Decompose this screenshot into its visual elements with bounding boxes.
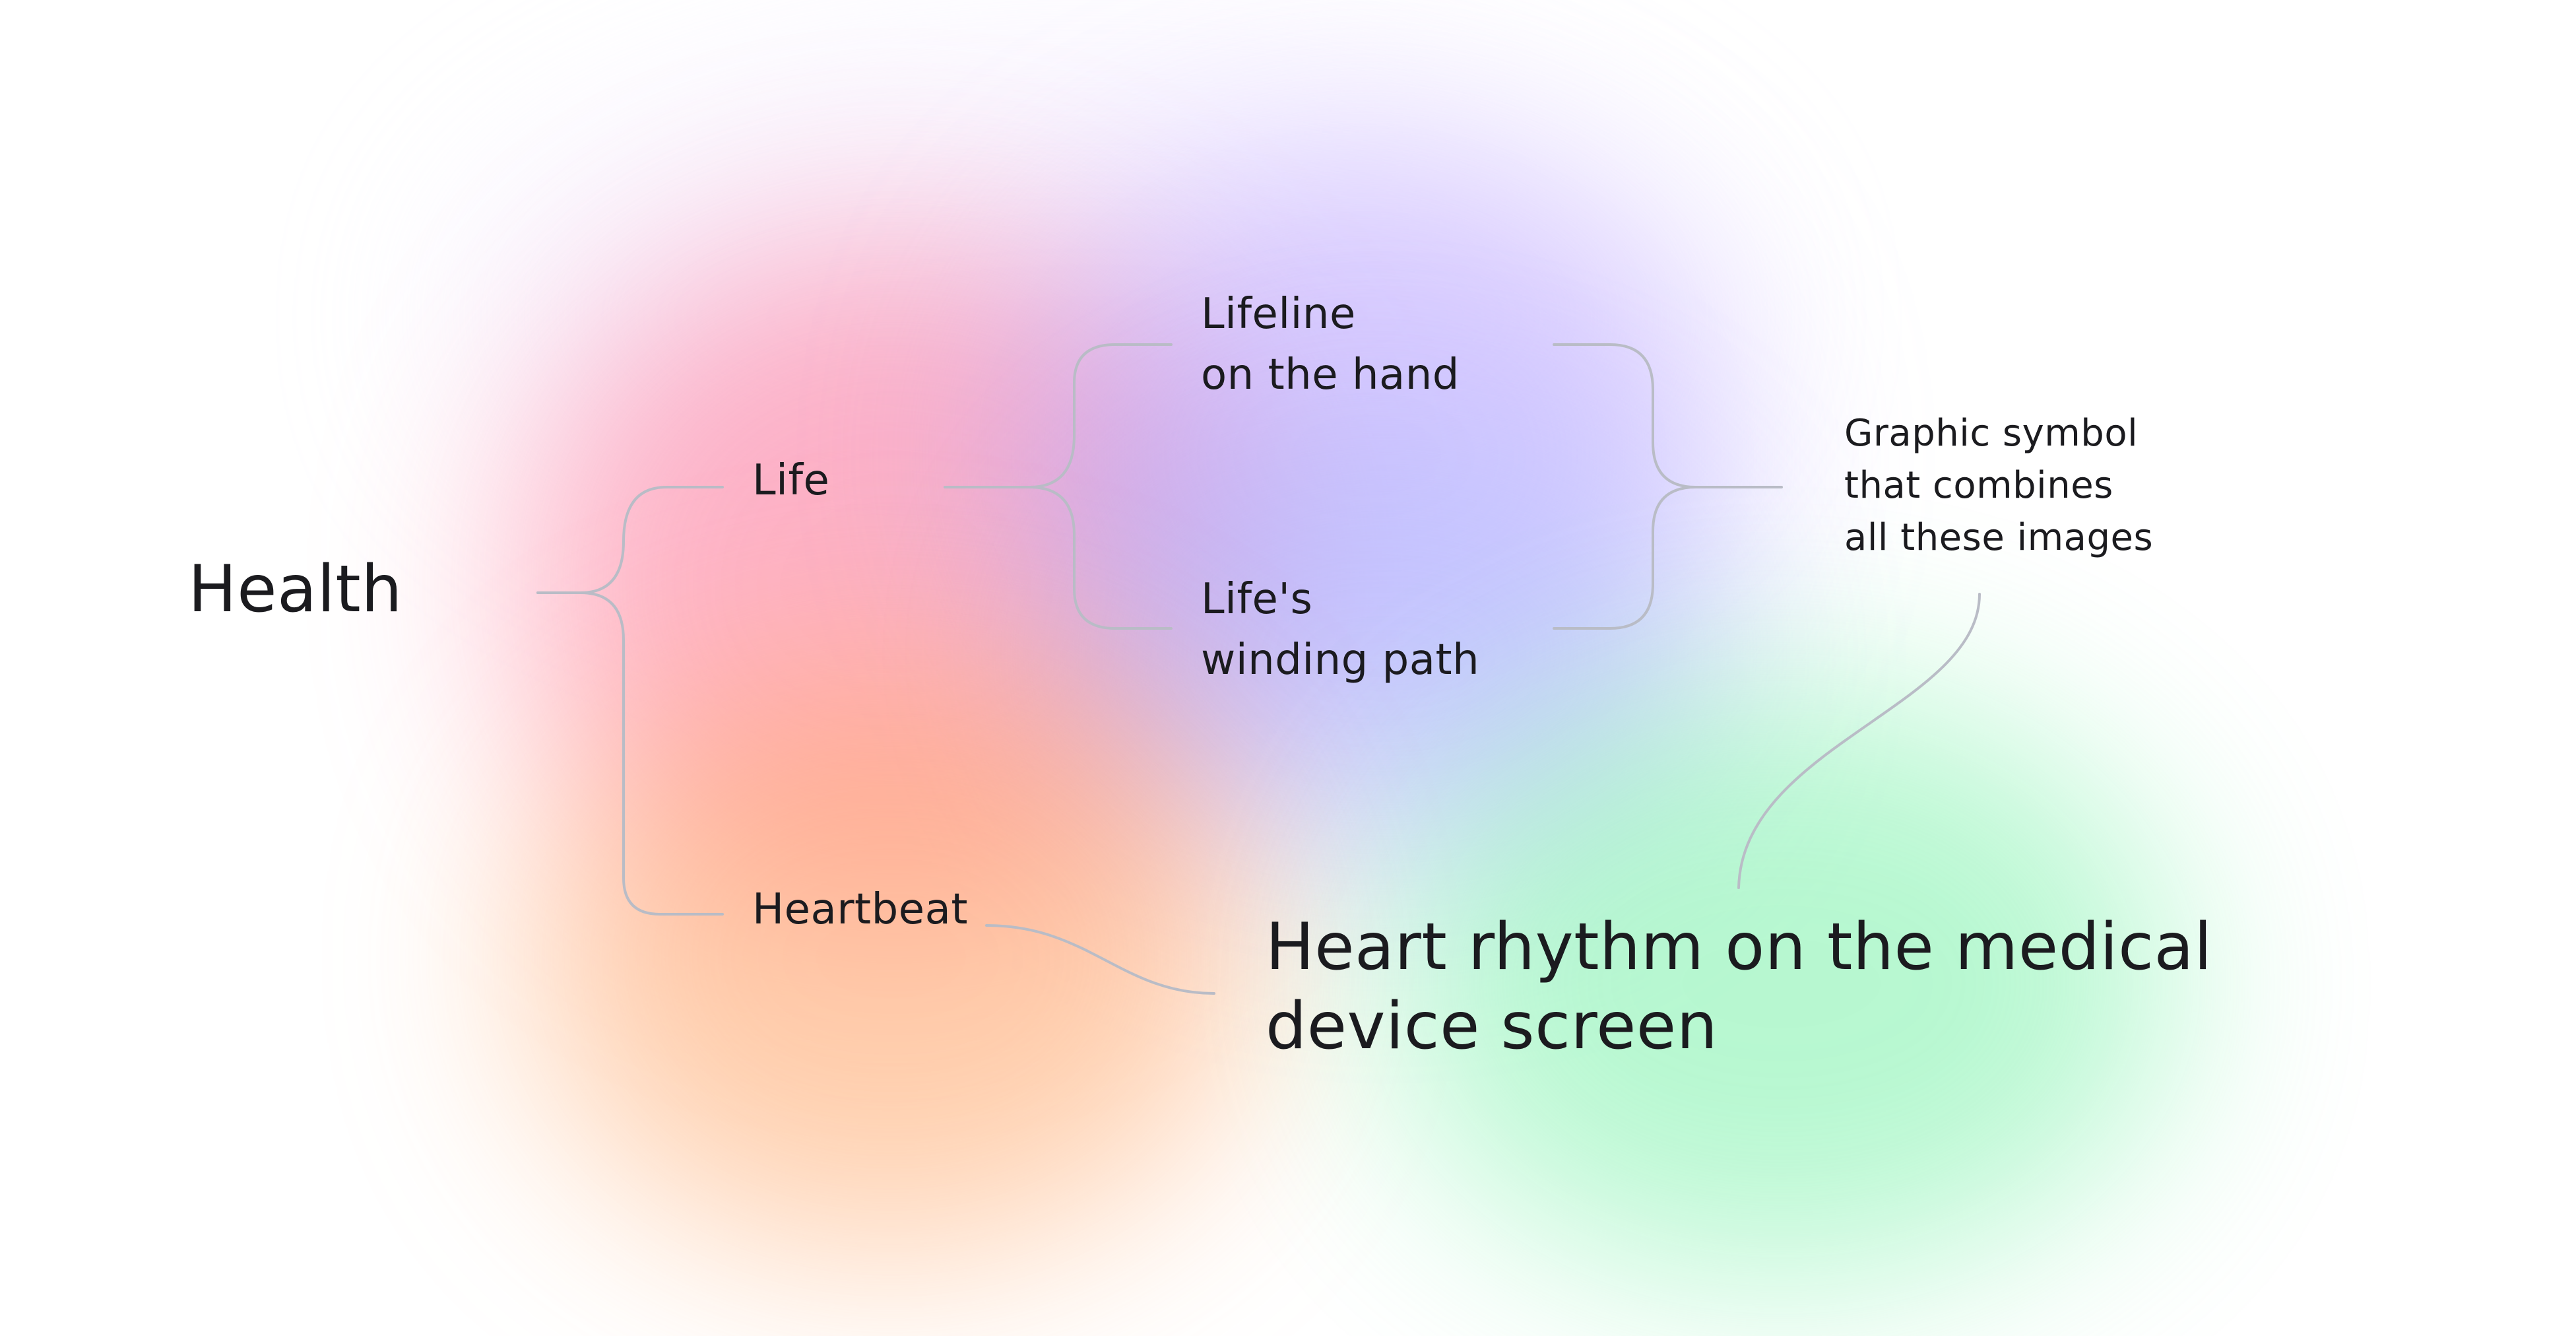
node-graphic-symbol: Graphic symbol that combines all these i… <box>1844 407 2153 564</box>
node-life: Life <box>752 455 829 506</box>
node-graphic-symbol-line-3: all these images <box>1844 516 2154 559</box>
node-health-label: Health <box>188 552 402 627</box>
node-lifeline-line-1: Lifeline <box>1201 290 1356 339</box>
node-heartbeat-label: Heartbeat <box>752 885 968 934</box>
node-heartbeat: Heartbeat <box>752 885 968 935</box>
brace-life-to-lifeline <box>944 343 1173 488</box>
brace-winding-path-to-graphic-symbol <box>1553 486 1697 630</box>
node-lifes-winding-path: Life's winding path <box>1201 569 1479 690</box>
node-heart-rhythm-line-1: Heart rhythm on the medical <box>1266 910 2212 985</box>
brace-life-to-winding-path <box>944 486 1173 630</box>
brace-lifeline-to-graphic-symbol <box>1553 343 1783 488</box>
node-lifeline-line-2: on the hand <box>1201 351 1460 399</box>
background-glow-green <box>1386 686 2177 1281</box>
node-health: Health <box>188 554 402 626</box>
background-glow-purple <box>1003 158 1729 752</box>
node-life-label: Life <box>752 456 830 505</box>
node-winding-line-1: Life's <box>1201 575 1313 624</box>
curve-heartbeat-to-heart-rhythm <box>985 924 1215 995</box>
curve-graphic-symbol-to-heart-rhythm <box>1737 593 1981 889</box>
node-graphic-symbol-line-1: Graphic symbol <box>1844 412 2139 455</box>
brace-health-to-life <box>536 486 724 594</box>
node-winding-line-2: winding path <box>1201 636 1480 685</box>
brace-health-to-heartbeat <box>536 591 724 916</box>
node-heart-rhythm: Heart rhythm on the medical device scree… <box>1266 908 2212 1066</box>
background-glow-orange <box>528 660 1254 1254</box>
node-lifeline-on-the-hand: Lifeline on the hand <box>1201 284 1460 405</box>
node-heart-rhythm-line-2: device screen <box>1266 989 1718 1064</box>
node-graphic-symbol-line-2: that combines <box>1844 464 2113 507</box>
